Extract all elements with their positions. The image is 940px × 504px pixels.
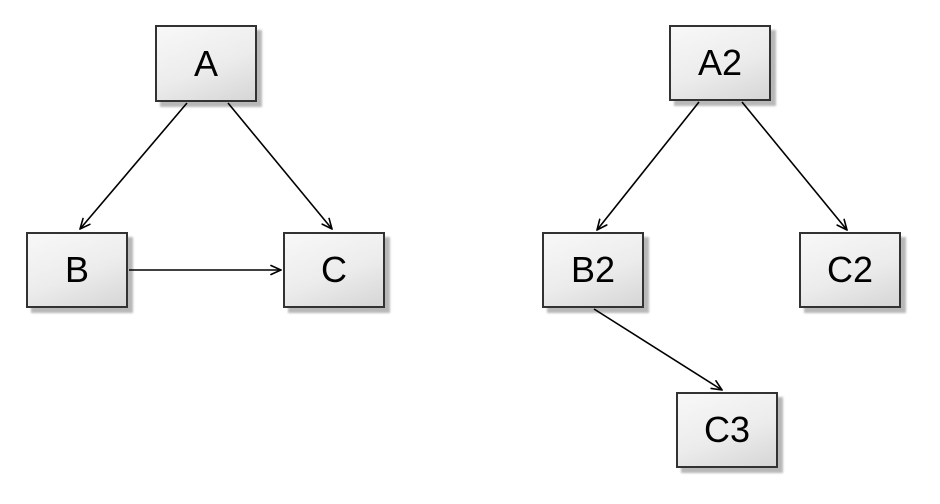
edge-A-B[interactable]	[80, 102, 188, 229]
edge-A2-C2[interactable]	[741, 101, 847, 230]
node-C3-label: C3	[703, 409, 751, 450]
node-B2-label: B2	[570, 249, 616, 290]
node-A2[interactable]: A2	[669, 25, 771, 101]
node-C[interactable]: C	[283, 232, 385, 308]
node-C-label: C	[321, 249, 347, 290]
node-C2-label: C2	[826, 249, 874, 290]
node-C2[interactable]: C2	[799, 232, 901, 308]
node-B[interactable]: B	[26, 232, 128, 308]
edge-A2-B2[interactable]	[597, 101, 700, 230]
node-C3[interactable]: C3	[676, 392, 778, 468]
node-A-label: A	[193, 42, 218, 84]
node-B2[interactable]: B2	[542, 232, 644, 308]
edge-B2-C3[interactable]	[593, 308, 722, 390]
node-A[interactable]: A	[155, 25, 257, 102]
node-A2-label: A2	[697, 42, 743, 83]
edge-A-C[interactable]	[227, 102, 332, 229]
node-B-label: B	[64, 249, 89, 290]
